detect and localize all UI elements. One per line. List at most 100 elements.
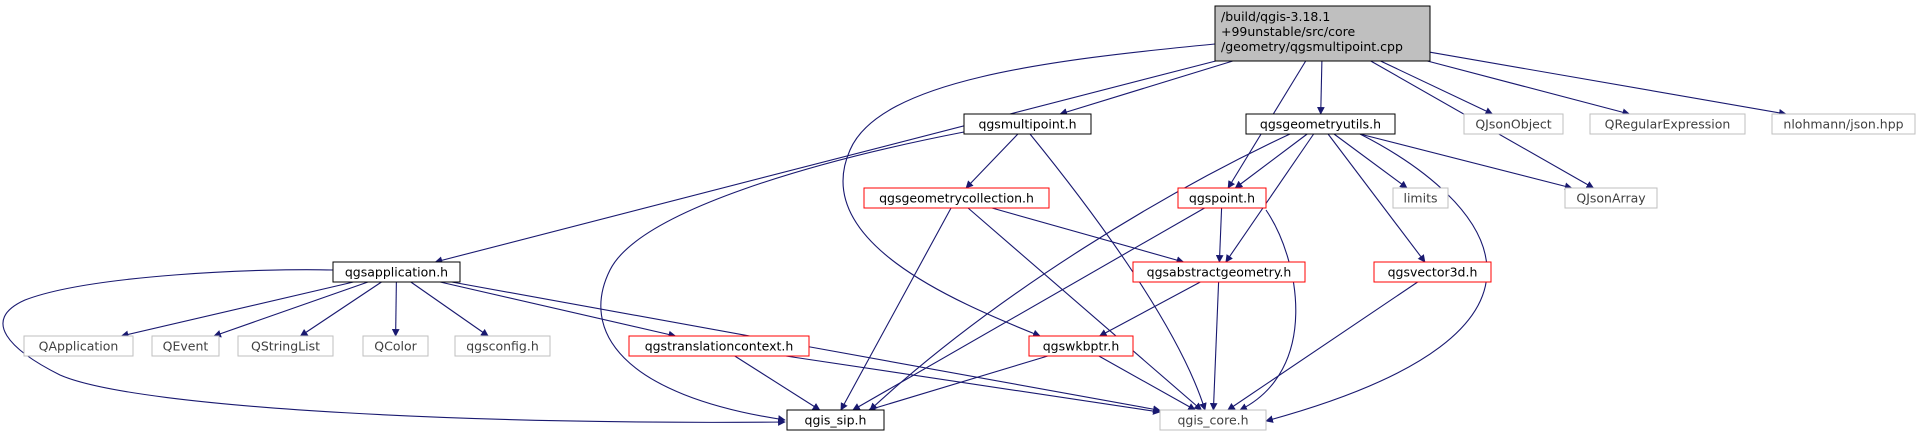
node-qgswkbptr[interactable]: qgswkbptr.h bbox=[1028, 335, 1134, 357]
node-box bbox=[454, 335, 551, 357]
node-box bbox=[628, 335, 810, 357]
edge-qgsmultipoint-to-qgsgeometrycollection bbox=[965, 133, 1019, 189]
edge-root-to-qgsgeometryutils bbox=[1317, 60, 1325, 115]
node-qregularexpression[interactable]: QRegularExpression bbox=[1589, 113, 1746, 135]
edge-qgsgeometrycollection-to-qgsabstractgeometry bbox=[991, 207, 1185, 264]
nodes-layer: /build/qgis-3.18.1+99unstable/src/core/g… bbox=[23, 5, 1916, 431]
node-label: qgsgeometryutils.h bbox=[1260, 117, 1381, 132]
node-qapplication[interactable]: QApplication bbox=[23, 335, 134, 357]
node-box bbox=[1564, 187, 1658, 209]
edge-qgsgeometrycollection-to-qgis_sip bbox=[840, 207, 952, 411]
edge-qgstranslationcontext-to-qgis_sip bbox=[734, 355, 821, 411]
node-qevent[interactable]: QEvent bbox=[151, 335, 220, 357]
node-box bbox=[1771, 113, 1916, 135]
node-label: QJsonArray bbox=[1576, 191, 1646, 206]
node-qjsonarray[interactable]: QJsonArray bbox=[1564, 187, 1658, 209]
node-qgsgeometrycollection[interactable]: qgsgeometrycollection.h bbox=[863, 187, 1050, 209]
edge-root-to-qjsonobject bbox=[1380, 60, 1494, 115]
node-label: qgis_sip.h bbox=[805, 413, 867, 428]
node-nlohmann[interactable]: nlohmann/json.hpp bbox=[1771, 113, 1916, 135]
edge-qgsgeometryutils-to-qgspoint bbox=[1234, 133, 1308, 189]
edge-qgsapplication-to-qgsconfig bbox=[410, 281, 489, 337]
node-label: +99unstable/src/core bbox=[1221, 24, 1355, 39]
node-label: QEvent bbox=[163, 339, 209, 354]
edge-root-to-qgsapplication bbox=[434, 60, 1216, 264]
node-box bbox=[1132, 261, 1306, 283]
node-qgsconfig[interactable]: qgsconfig.h bbox=[454, 335, 551, 357]
node-label: qgsabstractgeometry.h bbox=[1147, 265, 1292, 280]
node-qgis_sip[interactable]: qgis_sip.h bbox=[786, 409, 885, 431]
node-box bbox=[1373, 261, 1492, 283]
node-box bbox=[1214, 5, 1431, 62]
node-box bbox=[362, 335, 429, 357]
edge-root-to-qregularexpression bbox=[1427, 60, 1631, 116]
node-label: /build/qgis-3.18.1 bbox=[1221, 9, 1330, 24]
node-qgsgeometryutils[interactable]: qgsgeometryutils.h bbox=[1245, 113, 1396, 135]
edge-qgsapplication-to-qevent bbox=[213, 281, 369, 338]
node-limits[interactable]: limits bbox=[1392, 187, 1449, 209]
node-label: qgis_core.h bbox=[1177, 413, 1248, 428]
node-label: nlohmann/json.hpp bbox=[1783, 117, 1903, 132]
node-label: limits bbox=[1403, 191, 1437, 206]
node-label: QColor bbox=[374, 339, 417, 354]
node-label: QStringList bbox=[251, 339, 320, 354]
edge-qgsgeometryutils-to-qgsabstractgeometry bbox=[1225, 133, 1315, 263]
node-qstringlist[interactable]: QStringList bbox=[237, 335, 334, 357]
node-box bbox=[332, 261, 461, 283]
edge-qgspoint-to-qgis_core bbox=[1239, 209, 1297, 411]
node-box bbox=[786, 409, 885, 431]
edge-qgsvector3d-to-qgis_core bbox=[1227, 281, 1418, 411]
node-label: qgsmultipoint.h bbox=[978, 117, 1076, 132]
node-box bbox=[1392, 187, 1449, 209]
edge-qgsapplication-to-qgis_sip bbox=[2, 269, 786, 426]
edge-qgsapplication-to-qapplication bbox=[120, 281, 354, 339]
node-qgsapplication[interactable]: qgsapplication.h bbox=[332, 261, 461, 283]
edge-root-to-nlohmann bbox=[1429, 51, 1787, 117]
edge-qgsgeometryutils-to-qjsonarray bbox=[1359, 133, 1573, 191]
edge-qgstranslationcontext-to-qgis_core bbox=[785, 355, 1161, 415]
node-label: qgswkbptr.h bbox=[1043, 339, 1120, 354]
edge-root-to-qgsmultipoint bbox=[1059, 60, 1234, 116]
node-qgsabstractgeometry[interactable]: qgsabstractgeometry.h bbox=[1132, 261, 1306, 283]
node-qjsonobject[interactable]: QJsonObject bbox=[1463, 113, 1564, 135]
edge-qgswkbptr-to-qgis_core bbox=[1098, 355, 1196, 411]
edge-qgsabstractgeometry-to-qgis_core bbox=[1209, 281, 1220, 411]
node-box bbox=[237, 335, 334, 357]
node-label: qgsvector3d.h bbox=[1388, 265, 1478, 280]
node-root[interactable]: /build/qgis-3.18.1+99unstable/src/core/g… bbox=[1214, 5, 1431, 62]
node-label: QJsonObject bbox=[1475, 117, 1551, 132]
node-box bbox=[1245, 113, 1396, 135]
edge-qgsapplication-to-qstringlist bbox=[299, 281, 382, 337]
node-box bbox=[1028, 335, 1134, 357]
node-qgis_core[interactable]: qgis_core.h bbox=[1159, 409, 1267, 431]
node-label: qgsgeometrycollection.h bbox=[879, 191, 1034, 206]
node-label: qgsconfig.h bbox=[466, 339, 539, 354]
node-label: qgspoint.h bbox=[1189, 191, 1255, 206]
edges-layer bbox=[2, 43, 1787, 426]
node-qgstranslationcontext[interactable]: qgstranslationcontext.h bbox=[628, 335, 810, 357]
edge-qgsgeometryutils-to-limits bbox=[1333, 133, 1408, 189]
node-qcolor[interactable]: QColor bbox=[362, 335, 429, 357]
edge-root-to-qgswkbptr bbox=[842, 43, 1216, 338]
edge-qgsmultipoint-to-qgis_sip bbox=[600, 131, 965, 423]
edge-qgspoint-to-qgsabstractgeometry bbox=[1215, 207, 1224, 263]
node-box bbox=[1463, 113, 1564, 135]
node-box bbox=[23, 335, 134, 357]
edge-qgsabstractgeometry-to-qgswkbptr bbox=[1098, 281, 1201, 337]
edge-qgsapplication-to-qcolor bbox=[391, 281, 400, 337]
edge-qgsapplication-to-qgstranslationcontext bbox=[439, 281, 677, 339]
node-box bbox=[863, 187, 1050, 209]
edge-qgsgeometrycollection-to-qgis_core bbox=[967, 207, 1203, 411]
node-qgsvector3d[interactable]: qgsvector3d.h bbox=[1373, 261, 1492, 283]
node-box bbox=[1589, 113, 1746, 135]
node-qgspoint[interactable]: qgspoint.h bbox=[1177, 187, 1267, 209]
edge-qgspoint-to-qgis_sip bbox=[852, 207, 1205, 411]
edge-qgsgeometryutils-to-qgis_sip bbox=[869, 133, 1291, 411]
node-label: /geometry/qgsmultipoint.cpp bbox=[1221, 39, 1403, 54]
node-qgsmultipoint[interactable]: qgsmultipoint.h bbox=[963, 113, 1092, 135]
node-label: QApplication bbox=[39, 339, 119, 354]
node-box bbox=[963, 113, 1092, 135]
edge-qgsgeometryutils-to-qgsvector3d bbox=[1327, 133, 1426, 263]
node-box bbox=[151, 335, 220, 357]
